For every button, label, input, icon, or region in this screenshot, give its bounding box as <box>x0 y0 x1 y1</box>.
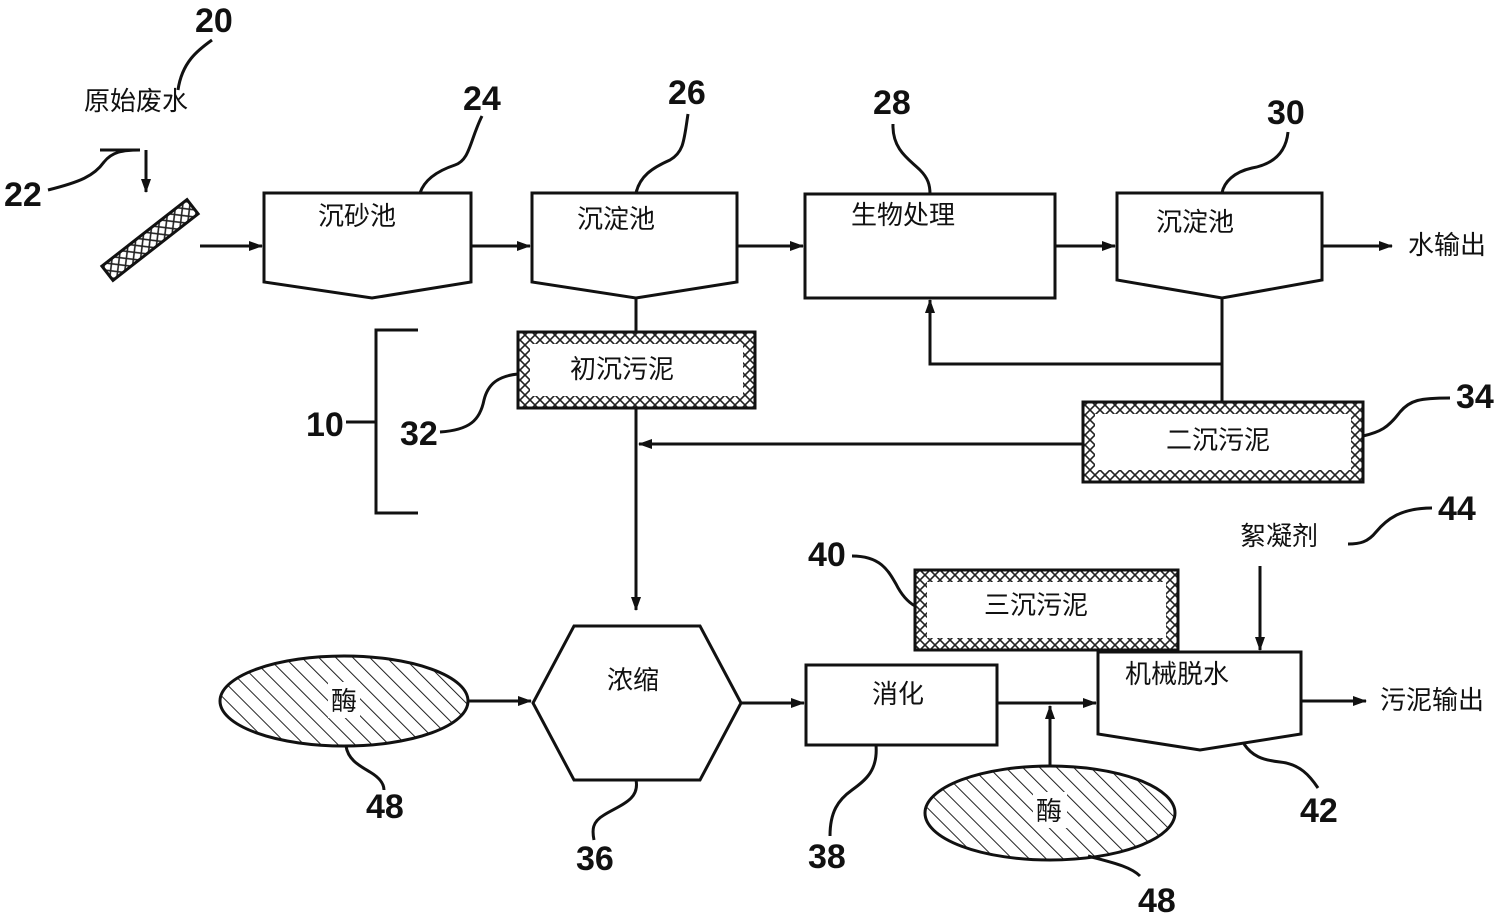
primary-clarifier-box <box>530 191 739 300</box>
ref-26: 26 <box>668 74 706 112</box>
leader-30 <box>1220 131 1290 194</box>
ref-40: 40 <box>808 536 846 574</box>
ref-24: 24 <box>463 80 501 118</box>
flocculant-label: 絮凝剂 <box>1240 522 1318 552</box>
thickening-hexagon <box>531 624 743 782</box>
ref-10: 10 <box>306 406 344 444</box>
leader-38 <box>828 744 878 837</box>
ref-48-bottom: 48 <box>1138 882 1176 917</box>
digestion-label: 消化 <box>872 680 924 710</box>
ref-36: 36 <box>576 840 614 878</box>
dewatering-box <box>1096 650 1303 752</box>
leader-24 <box>418 115 484 194</box>
leader-32 <box>439 372 519 434</box>
secondary-clarifier-box <box>1115 191 1324 300</box>
ref-30: 30 <box>1267 94 1305 132</box>
enzyme-label-bg-1 <box>328 682 360 718</box>
leader-36 <box>591 779 638 841</box>
enzyme-label-bg-2 <box>1033 792 1067 828</box>
leader-26 <box>634 113 690 194</box>
primary-sludge-label: 初沉污泥 <box>570 355 674 385</box>
tertiary-sludge-label: 三沉污泥 <box>984 591 1088 621</box>
ref-32: 32 <box>400 415 438 453</box>
secondary-sludge-label: 二沉污泥 <box>1166 426 1270 456</box>
grit-chamber-box <box>262 191 473 300</box>
ref-44: 44 <box>1438 490 1476 528</box>
leader-22 <box>47 148 141 192</box>
tertiary-sludge-inner <box>927 582 1166 638</box>
leader-20 <box>176 38 213 91</box>
ref-34: 34 <box>1456 378 1494 416</box>
leader-44 <box>1347 506 1433 546</box>
leader-40 <box>851 554 916 608</box>
sludge-out-label: 污泥输出 <box>1380 686 1484 716</box>
ref-22: 22 <box>4 176 42 214</box>
ref-38: 38 <box>808 838 846 876</box>
thickening-label: 浓缩 <box>607 666 659 696</box>
leader-28 <box>891 123 932 195</box>
raw-wastewater-label: 原始废水 <box>84 87 188 117</box>
ref-42: 42 <box>1300 792 1338 830</box>
secondary-sludge-inner <box>1095 414 1351 470</box>
ref-28: 28 <box>873 84 911 122</box>
ref-48-left: 48 <box>366 788 404 826</box>
leader-48-left <box>344 745 386 791</box>
grit-chamber-label: 沉砂池 <box>318 202 396 232</box>
secondary-clarifier-label: 沉淀池 <box>1156 208 1234 238</box>
enzyme-label-1: 酶 <box>331 687 357 717</box>
digestion-box <box>804 663 999 747</box>
primary-clarifier-label: 沉淀池 <box>577 205 655 235</box>
primary-sludge-inner <box>530 344 743 396</box>
enzyme-label-2: 酶 <box>1036 797 1062 827</box>
leader-48-bottom <box>1087 854 1142 878</box>
biological-treatment-label: 生物处理 <box>851 201 955 231</box>
leader-34 <box>1362 396 1451 438</box>
dewatering-label: 机械脱水 <box>1125 660 1229 690</box>
return-sludge-arrow <box>925 299 1222 366</box>
water-out-label: 水输出 <box>1408 231 1486 261</box>
ref-20: 20 <box>195 2 233 40</box>
bar-screen <box>99 197 201 283</box>
leader-42 <box>1242 743 1320 789</box>
